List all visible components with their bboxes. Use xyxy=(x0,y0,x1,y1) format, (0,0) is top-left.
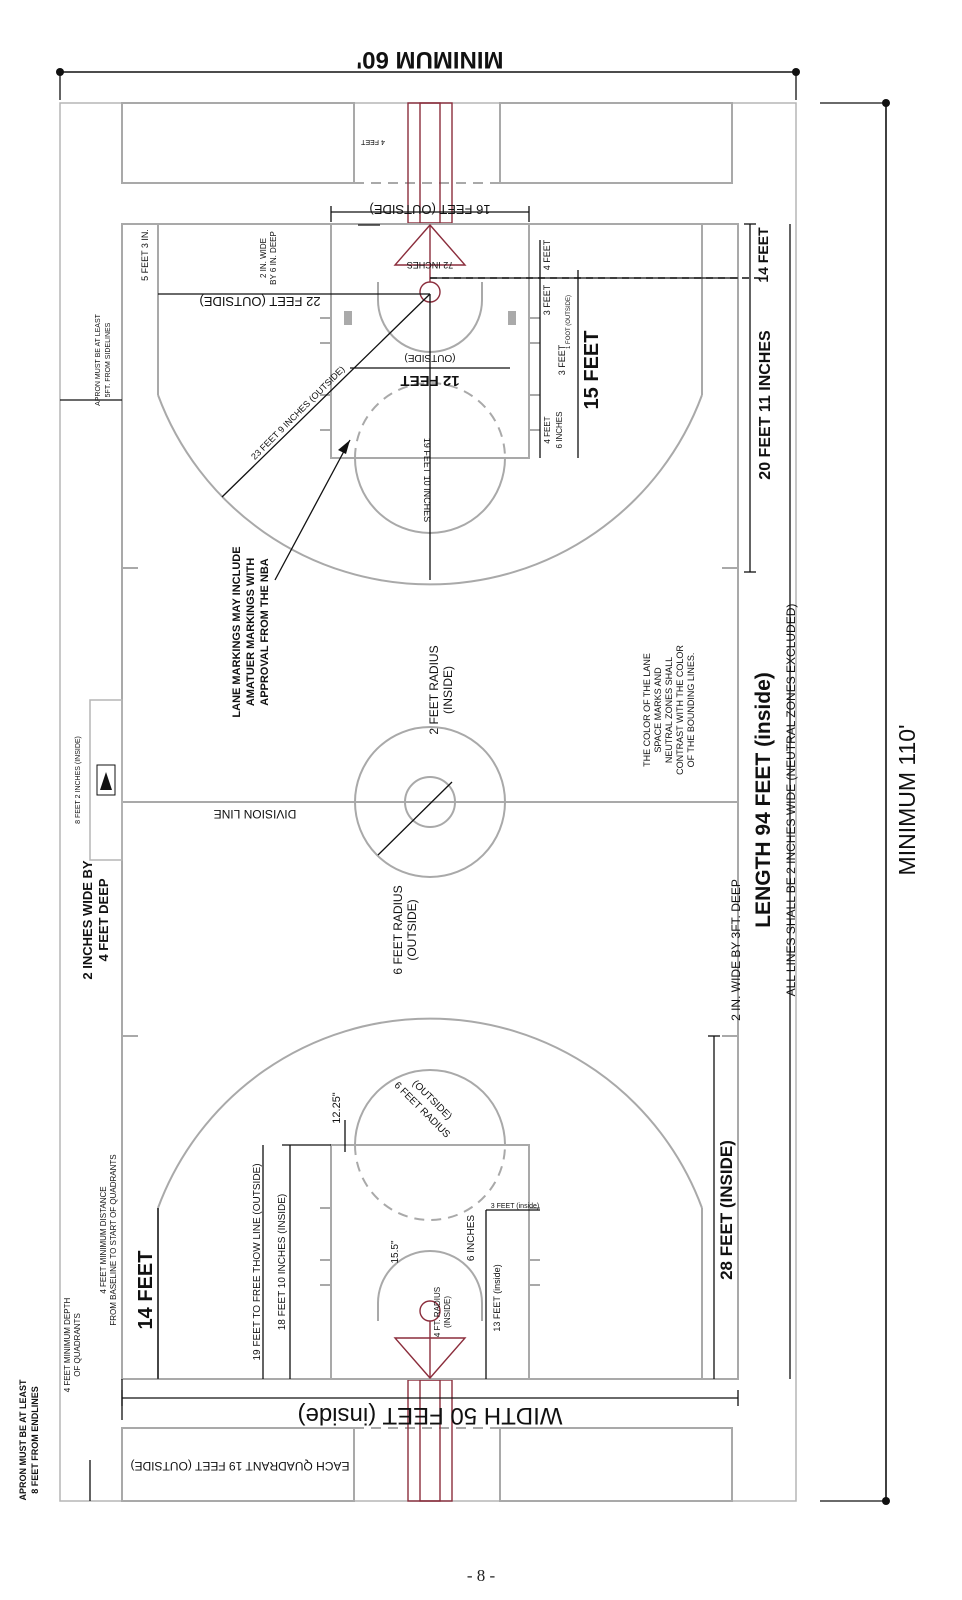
color-note-line-3: NEUTRAL ZONES SHALL xyxy=(664,657,674,763)
quad-dist-label-1: 4 FEET MINIMUM DISTANCE xyxy=(99,1186,108,1293)
ft20-11-label: 20 FEET 11 INCHES xyxy=(757,330,774,480)
radius2-label: 2 FEET RADIUS xyxy=(427,645,441,734)
ft19-free-throw-label: 19 FEET TO FREE THOW LINE (OUTSIDE) xyxy=(252,1163,263,1360)
top-quadrant-right xyxy=(499,102,733,184)
apron-side-label-1: APRON MUST BE AT LEAST xyxy=(95,313,102,406)
apron-side-label-2: 5FT. FROM SIDELINES xyxy=(105,322,112,397)
ft4-6-label: 4 FEET xyxy=(543,416,552,443)
ft12-outside-label: (OUTSIDE) xyxy=(404,352,455,363)
two-in-3ft-label: 2 IN. WIDE BY 3FT. DEEP xyxy=(729,879,743,1021)
ft12-label: 12 FEET xyxy=(400,372,459,389)
two-in-6in-label-2: BY 6 IN. DEEP xyxy=(269,231,278,285)
color-note: THE COLOR OF THE LANE SPACE MARKS AND NE… xyxy=(642,645,696,775)
ft19-outside-label: 19 FEET 10 INCHES xyxy=(422,438,432,522)
ft15-label: 15 FEET xyxy=(581,331,603,410)
page-number: - 8 - xyxy=(466,1566,496,1585)
quad-dist-label-2: FROM BASELINE TO START OF QUADRANTS xyxy=(109,1154,118,1325)
color-note-line-1: THE COLOR OF THE LANE xyxy=(642,653,652,767)
ft18-10-label: 18 FEET 10 INCHES (INSIDE) xyxy=(277,1194,288,1331)
ft15-5-label: 15.5" xyxy=(390,1240,401,1263)
two-in-6in-label-1: 2 IN. WIDE xyxy=(259,238,268,278)
radius6-label: 6 FEET RADIUS xyxy=(391,885,405,974)
ft6-inches-label: 6 INCHES xyxy=(466,1215,477,1261)
two-in-4ft-label-2: 4 FEET DEEP xyxy=(96,878,111,961)
center-circle-inner xyxy=(404,776,456,828)
division-line-label: DIVISION LINE xyxy=(214,807,297,821)
ft14-right-label: 14 FEET xyxy=(755,227,771,283)
lane-note-line-1: LANE MARKINGS MAY INCLUDE xyxy=(231,546,243,717)
ft22-label: 22 FEET (OUTSIDE) xyxy=(199,294,320,309)
ft12-25-label: 12.25" xyxy=(331,1092,343,1124)
min60-dimension: MINIMUM 60' xyxy=(56,46,800,100)
ft1-outside-label: 1 FOOT (OUTSIDE) xyxy=(566,295,572,349)
top-quadrant-left xyxy=(121,102,355,184)
lane-note: LANE MARKINGS MAY INCLUDE AMATUER MARKIN… xyxy=(231,546,271,717)
radius2-sub-label: (INSIDE) xyxy=(441,666,455,714)
ft13-inside-label: 13 FEET (inside) xyxy=(492,1264,502,1331)
ft4-radius-label-1: 4 FT. RADIUS xyxy=(433,1287,442,1337)
center-circle-outer xyxy=(354,726,506,878)
ft16-label: 16 FEET (OUTSIDE) xyxy=(369,202,490,217)
all-lines-label: ALL LINES SHALL BE 2 INCHES WIDE (NEUTRA… xyxy=(784,604,798,997)
ft3-r2-label: 3 FEET xyxy=(557,344,567,375)
lane-note-line-3: APPROVAL FROM THE NBA xyxy=(259,558,271,706)
color-note-line-2: SPACE MARKS AND xyxy=(653,667,663,753)
ft4-top-label: 4 FEET xyxy=(542,239,552,270)
color-note-line-4: CONTRAST WITH THE COLOR xyxy=(675,645,685,775)
ft4-6b-label: 6 INCHES xyxy=(555,412,564,449)
ft4-radius-label-2: (INSIDE) xyxy=(443,1296,452,1328)
length-label: LENGTH 94 FEET (inside) xyxy=(752,672,775,928)
ft3-2-label: 5 FEET 3 IN. xyxy=(140,229,150,281)
ft3-inside-label: 3 FEET (inside) xyxy=(491,1203,540,1210)
ft28-label: 28 FEET (INSIDE) xyxy=(717,1140,736,1280)
ft8-2in-label: 8 FEET 2 INCHES (INSIDE) xyxy=(75,736,82,824)
bottom-quadrant-left xyxy=(121,1427,355,1502)
apron-end-label-2: 8 FEET FROM ENDLINES xyxy=(30,1386,40,1494)
ft4-small-label: 4 FEET xyxy=(360,138,384,145)
color-note-line-5: OF THE BOUNDING LINES. xyxy=(686,653,696,768)
ft72-label: 72 INCHES xyxy=(407,260,454,270)
bottom-half-court xyxy=(121,1017,739,1406)
min110-label: MINIMUM 110' xyxy=(894,725,920,876)
radius6-sub-label: (OUTSIDE) xyxy=(405,899,419,960)
each-quadrant-label: EACH QUADRANT 19 FEET (OUTSIDE) xyxy=(131,1459,350,1473)
apron-end-label-1: APRON MUST BE AT LEAST xyxy=(18,1379,28,1501)
lane-note-line-2: AMATUER MARKINGS WITH xyxy=(245,558,257,706)
ft3-top-label: 3 FEET xyxy=(542,284,552,315)
min60-label: MINIMUM 60' xyxy=(356,46,503,73)
width-label: WIDTH 50 FEET (inside) xyxy=(298,1402,563,1429)
quad-depth-label-1: 4 FEET MINIMUM DEPTH xyxy=(63,1298,72,1393)
ft14-left-label: 14 FEET xyxy=(135,1251,157,1330)
two-in-4ft-label-1: 2 INCHES WIDE BY xyxy=(80,860,95,980)
quad-depth-label-2: OF QUADRANTS xyxy=(73,1313,82,1377)
top-half-court xyxy=(157,206,760,586)
bottom-quadrant-right xyxy=(499,1427,733,1502)
min110-dimension: MINIMUM 110' xyxy=(820,99,920,1505)
